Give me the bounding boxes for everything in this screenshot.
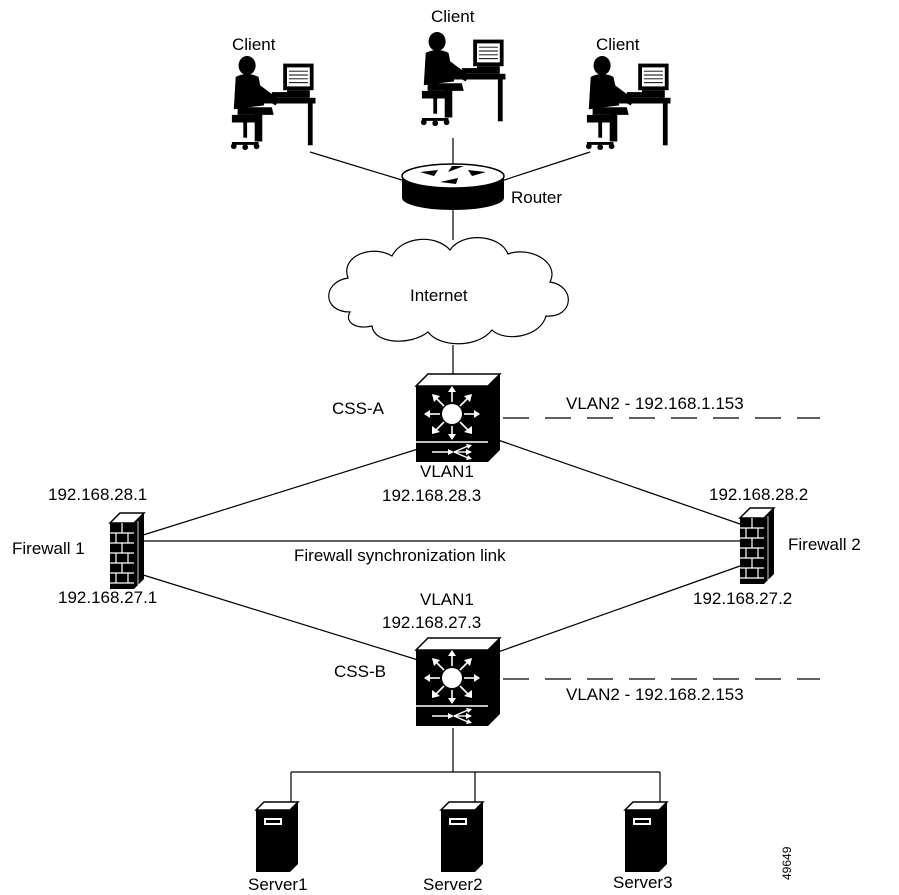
link-client-left-router bbox=[309, 151, 416, 185]
firewall1-ip-bottom: 192.168.27.1 bbox=[58, 588, 157, 607]
css-b-label: CSS-B bbox=[334, 662, 386, 681]
css-b-vlan1-label: VLAN1 bbox=[420, 590, 474, 609]
router-label: Router bbox=[511, 188, 562, 207]
server2-icon bbox=[440, 801, 484, 873]
css-b-vlan1-ip: 192.168.27.3 bbox=[382, 613, 481, 632]
css-a-label: CSS-A bbox=[332, 399, 385, 418]
link-css-a-firewall1 bbox=[139, 448, 419, 537]
server1-label: Server1 bbox=[248, 875, 308, 894]
client-right-label: Client bbox=[596, 35, 640, 54]
firewall2-ip-bottom: 192.168.27.2 bbox=[693, 589, 792, 608]
server3-label: Server3 bbox=[613, 873, 673, 892]
link-client-right-router bbox=[491, 151, 591, 185]
internet-cloud bbox=[328, 237, 569, 345]
server1-icon bbox=[255, 801, 299, 873]
client-left-label: Client bbox=[232, 35, 276, 54]
firewall1-label: Firewall 1 bbox=[12, 539, 85, 558]
css-a-vlan2-label: VLAN2 - 192.168.1.153 bbox=[566, 394, 744, 413]
client-right-icon bbox=[584, 54, 672, 152]
firewall2-label: Firewall 2 bbox=[788, 535, 861, 554]
css-a-vlan1-ip: 192.168.28.3 bbox=[382, 486, 481, 505]
firewall1-icon bbox=[109, 512, 145, 590]
link-firewall1-css-b bbox=[139, 573, 419, 661]
client-center-icon bbox=[419, 30, 507, 128]
sync-link-label: Firewall synchronization link bbox=[294, 546, 506, 565]
router-icon bbox=[401, 163, 505, 210]
link-firewall2-css-b bbox=[497, 565, 741, 653]
firewall1-ip-top: 192.168.28.1 bbox=[48, 485, 147, 504]
css-b-vlan2-label: VLAN2 - 192.168.2.153 bbox=[566, 685, 744, 704]
client-left-icon bbox=[229, 54, 317, 152]
css-a-switch bbox=[415, 373, 501, 463]
firewall2-ip-top: 192.168.28.2 bbox=[709, 485, 808, 504]
server3-icon bbox=[624, 801, 668, 873]
figure-id: 49649 bbox=[780, 846, 794, 880]
link-css-a-firewall2 bbox=[497, 439, 741, 525]
internet-label: Internet bbox=[410, 286, 468, 305]
server2-label: Server2 bbox=[423, 875, 483, 894]
css-b-switch bbox=[415, 637, 501, 727]
firewall2-icon bbox=[739, 507, 775, 585]
css-a-vlan1-label: VLAN1 bbox=[420, 462, 474, 481]
client-center-label: Client bbox=[431, 7, 475, 26]
